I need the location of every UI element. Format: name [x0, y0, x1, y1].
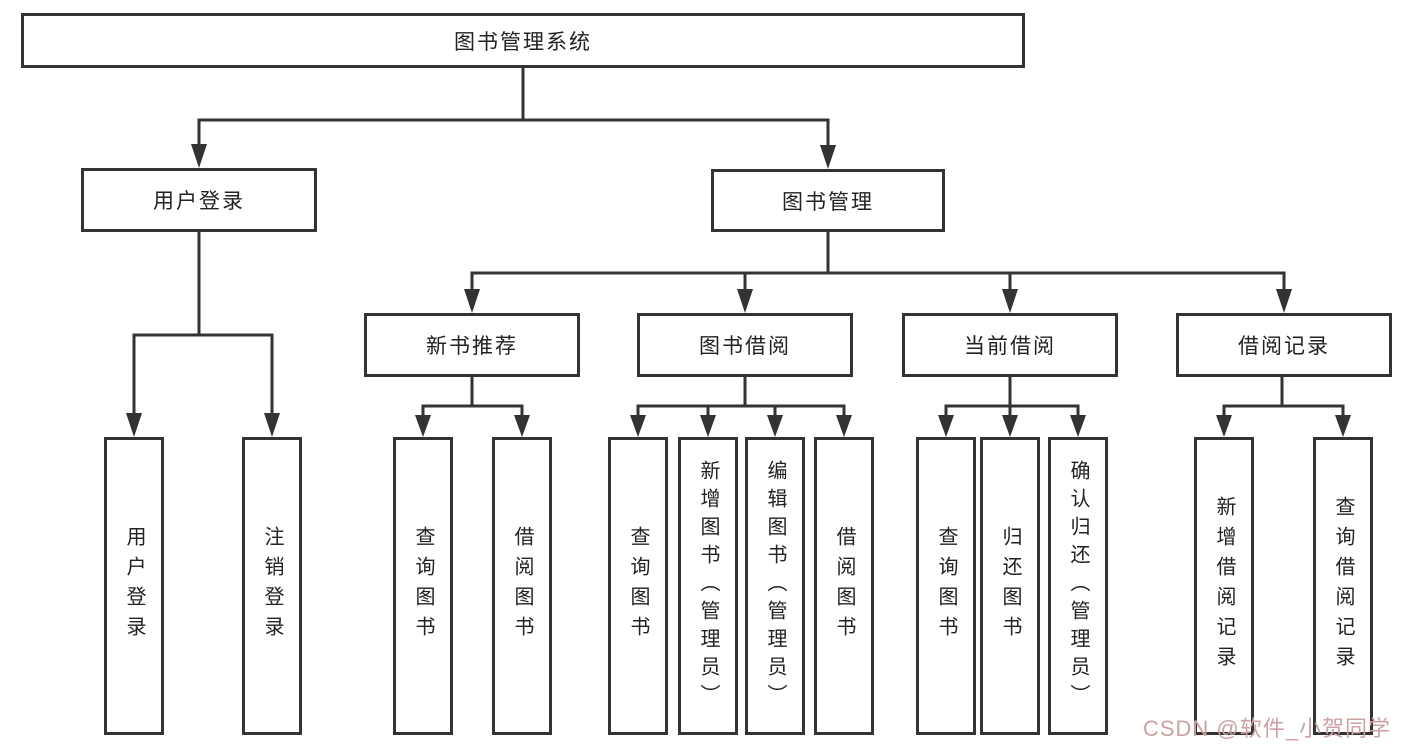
leaf-query-book-recommend: 查询图书	[393, 437, 453, 735]
node-label: 新书推荐	[426, 335, 518, 358]
arrowheads-book-borrow	[630, 415, 852, 437]
leaf-borrow-book: 借阅图书	[814, 437, 874, 735]
connector-current-borrow	[944, 375, 1080, 419]
connector-new-book	[421, 375, 524, 419]
leaf-add-book-admin: 新增图书（管理员）	[678, 437, 738, 735]
leaf-query-book-current: 查询图书	[916, 437, 976, 735]
leaf-label: 确认归还（管理员）	[1067, 460, 1089, 712]
arrowheads-new-book	[415, 415, 530, 437]
node-book-management: 图书管理	[711, 169, 945, 232]
node-user-login: 用户登录	[81, 168, 317, 232]
leaf-label: 用户登录	[123, 526, 145, 646]
node-label: 用户登录	[153, 190, 245, 213]
node-new-book-recommend: 新书推荐	[364, 313, 580, 377]
leaf-label: 查询图书	[627, 526, 649, 646]
csdn-watermark: CSDN @软件_小贺同学	[1142, 716, 1391, 741]
node-label: 图书管理	[782, 190, 874, 214]
leaf-label: 新增借阅记录	[1213, 496, 1235, 676]
connector-user-login	[132, 230, 274, 417]
node-root-system: 图书管理系统	[21, 13, 1025, 68]
arrowheads-current-borrow	[938, 415, 1086, 437]
node-label: 借阅记录	[1238, 335, 1330, 358]
leaf-query-borrow-record: 查询借阅记录	[1313, 437, 1373, 735]
leaf-borrow-book-recommend: 借阅图书	[492, 437, 552, 735]
leaf-query-book-borrow: 查询图书	[608, 437, 668, 735]
leaf-user-login: 用户登录	[104, 437, 164, 735]
connector-book-borrow	[636, 375, 846, 419]
leaf-label: 归还图书	[999, 526, 1021, 646]
arrowheads-borrow-record	[1216, 415, 1351, 437]
leaf-label: 查询图书	[935, 526, 957, 646]
leaf-label: 注销登录	[261, 526, 283, 646]
node-label: 当前借阅	[964, 335, 1056, 358]
leaf-edit-book-admin: 编辑图书（管理员）	[745, 437, 805, 735]
leaf-add-borrow-record: 新增借阅记录	[1194, 437, 1254, 735]
connector-root	[197, 66, 830, 149]
node-borrow-record: 借阅记录	[1176, 313, 1392, 377]
node-label: 图书管理系统	[454, 30, 592, 54]
arrowheads-user-login	[126, 413, 280, 437]
leaf-label: 查询借阅记录	[1332, 496, 1354, 676]
arrowheads-book-mgmt	[464, 289, 1292, 313]
node-current-borrow: 当前借阅	[902, 313, 1118, 377]
leaf-label: 查询图书	[412, 526, 434, 646]
arrowheads-root	[191, 144, 836, 169]
connector-book-mgmt	[470, 230, 1286, 293]
leaf-label: 新增图书（管理员）	[697, 460, 719, 712]
leaf-return-book: 归还图书	[980, 437, 1040, 735]
leaf-logout: 注销登录	[242, 437, 302, 735]
node-label: 图书借阅	[699, 335, 791, 358]
leaf-label: 编辑图书（管理员）	[764, 460, 786, 712]
leaf-label: 借阅图书	[511, 526, 533, 646]
leaf-label: 借阅图书	[833, 526, 855, 646]
node-book-borrow: 图书借阅	[637, 313, 853, 377]
connector-borrow-record	[1222, 375, 1345, 419]
leaf-confirm-return-admin: 确认归还（管理员）	[1048, 437, 1108, 735]
